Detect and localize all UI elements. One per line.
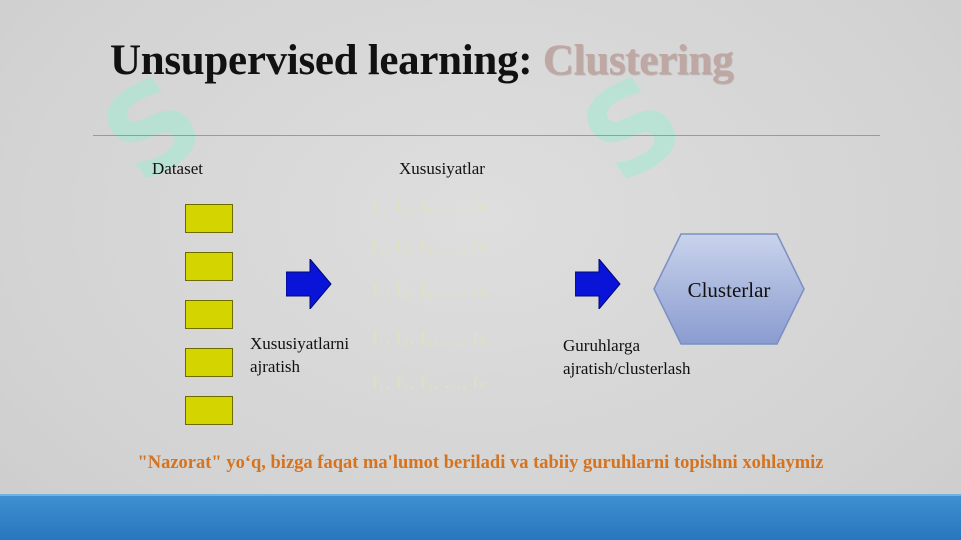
arrow-right-icon xyxy=(286,259,332,309)
dataset-label: Dataset xyxy=(152,159,203,178)
extract-features-label-line2: ajratish xyxy=(250,357,301,376)
title-accent: Clustering xyxy=(542,37,734,84)
dataset-item xyxy=(185,204,233,233)
feature-row: f₁, f₂, f₃, …, fₙ xyxy=(372,236,488,255)
feature-row: f₁, f₂, f₃, …, fₙ xyxy=(372,373,488,392)
footer-note: "Nazorat" yo‘q, bizga faqat ma'lumot ber… xyxy=(137,453,824,473)
arrow-right-icon xyxy=(575,259,621,309)
feature-row: f₁, f₂, f₃, …, fₙ xyxy=(372,196,488,215)
dataset-item xyxy=(185,300,233,329)
title-main: Unsupervised learning: xyxy=(110,37,533,84)
clusters-label: Clusterlar xyxy=(687,278,771,302)
extract-features-label-line1: Xususiyatlarni xyxy=(250,334,350,353)
feature-row: f₁, f₂, f₃, …, fₙ xyxy=(372,280,488,299)
footer-bar xyxy=(0,496,961,540)
feature-row: f₁, f₂, f₃, …, fₙ xyxy=(372,328,488,347)
title-divider xyxy=(93,135,880,136)
slide-title: Unsupervised learning: Clustering xyxy=(110,36,734,85)
dataset-item xyxy=(185,348,233,377)
dataset-item xyxy=(185,252,233,281)
cluster-step-label-line2: ajratish/clusterlash xyxy=(563,359,691,378)
footer-bar-highlight xyxy=(0,494,961,497)
dataset-item xyxy=(185,396,233,425)
features-label: Xususiyatlar xyxy=(399,159,485,178)
clusters-hexagon xyxy=(653,233,805,345)
cluster-step-label-line1: Guruhlarga xyxy=(563,336,641,355)
